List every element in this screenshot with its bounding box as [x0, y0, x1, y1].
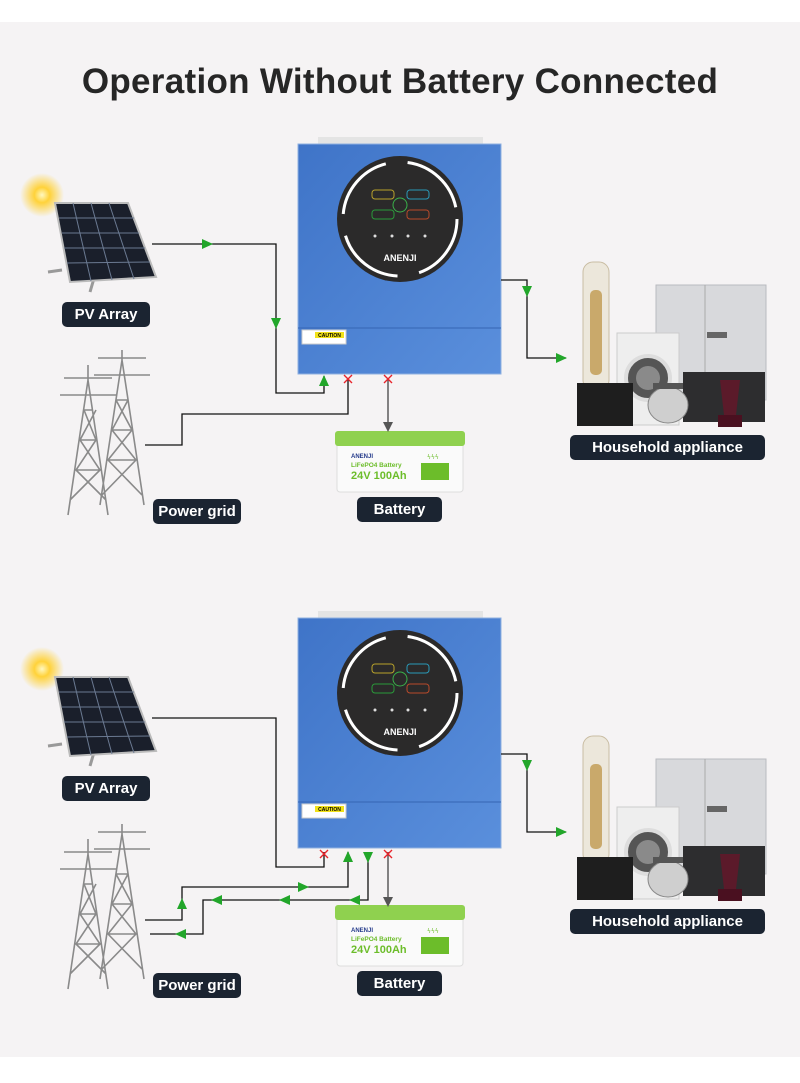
scene-2-product-text: ANENJI CAUTION ANENJI LiFePO4 Battery 24…: [318, 727, 416, 956]
pv-wire: [152, 243, 325, 394]
scene-1: ANENJI CAUTION ANENJI LiFePO4 Battery 24…: [20, 137, 766, 515]
inverter-brand: ANENJI: [383, 253, 416, 263]
scene-2: ANENJI CAUTION ANENJI LiFePO4 Battery 24…: [20, 611, 766, 989]
blocked-x-icon: [343, 374, 353, 384]
arrow-right-icon: [556, 353, 567, 363]
arrow-left-icon: [279, 895, 290, 905]
battery-rating: 24V 100Ah: [351, 470, 407, 482]
arrow-right-icon: [298, 882, 309, 892]
arrow-right-icon: [202, 239, 213, 249]
output-wire: [501, 279, 566, 359]
caution-label: CAUTION: [318, 807, 341, 813]
arrow-down-icon: [522, 286, 532, 297]
arrow-down-icon: [383, 422, 393, 432]
arrow-left-icon: [175, 929, 186, 939]
arrow-up-icon: [319, 375, 329, 386]
output-wire: [501, 753, 566, 833]
scene-1-flow-arrows: [202, 239, 567, 432]
pv-array-label: PV Array: [62, 776, 150, 801]
arrow-left-icon: [211, 895, 222, 905]
arrow-up-icon: [177, 898, 187, 909]
arrow-down-icon: [271, 318, 281, 329]
blocked-x-icon: [383, 374, 393, 384]
blocked-x-icon: [383, 849, 393, 859]
power-grid-label: Power grid: [153, 973, 241, 998]
inverter-brand: ANENJI: [383, 727, 416, 737]
pv-array-label: PV Array: [62, 302, 150, 327]
grid-wire: [145, 378, 349, 446]
battery-type: LiFePO4 Battery: [351, 936, 402, 943]
battery-label: Battery: [357, 497, 442, 522]
battery-brand: ANENJI: [351, 454, 373, 460]
grid-input-wire: [145, 852, 349, 921]
power-grid-label: Power grid: [153, 499, 241, 524]
arrow-left-icon: [349, 895, 360, 905]
scene-1-blocked-marks: [343, 374, 393, 384]
battery-type: LiFePO4 Battery: [351, 462, 402, 469]
arrow-right-icon: [556, 827, 567, 837]
blocked-x-icon: [319, 849, 329, 859]
battery-label: Battery: [357, 971, 442, 996]
household-appliance-label: Household appliance: [570, 909, 765, 934]
caution-label: CAUTION: [318, 333, 341, 339]
scene-1-product-text: ANENJI CAUTION ANENJI LiFePO4 Battery 24…: [318, 253, 416, 482]
arrow-up-icon: [343, 851, 353, 862]
grid-output-wire: [150, 852, 369, 935]
scene-1-wiring: [145, 243, 566, 446]
arrow-down-icon: [522, 760, 532, 771]
pv-wire: [152, 717, 325, 868]
page-title: Operation Without Battery Connected: [81, 62, 719, 101]
arrow-down-icon: [363, 852, 373, 863]
scene-2-blocked-marks: [319, 849, 393, 859]
household-appliance-label: Household appliance: [570, 435, 765, 460]
arrow-down-icon: [383, 897, 393, 907]
battery-brand: ANENJI: [351, 928, 373, 934]
battery-rating: 24V 100Ah: [351, 944, 407, 956]
scene-2-flow-arrows: [175, 760, 567, 939]
